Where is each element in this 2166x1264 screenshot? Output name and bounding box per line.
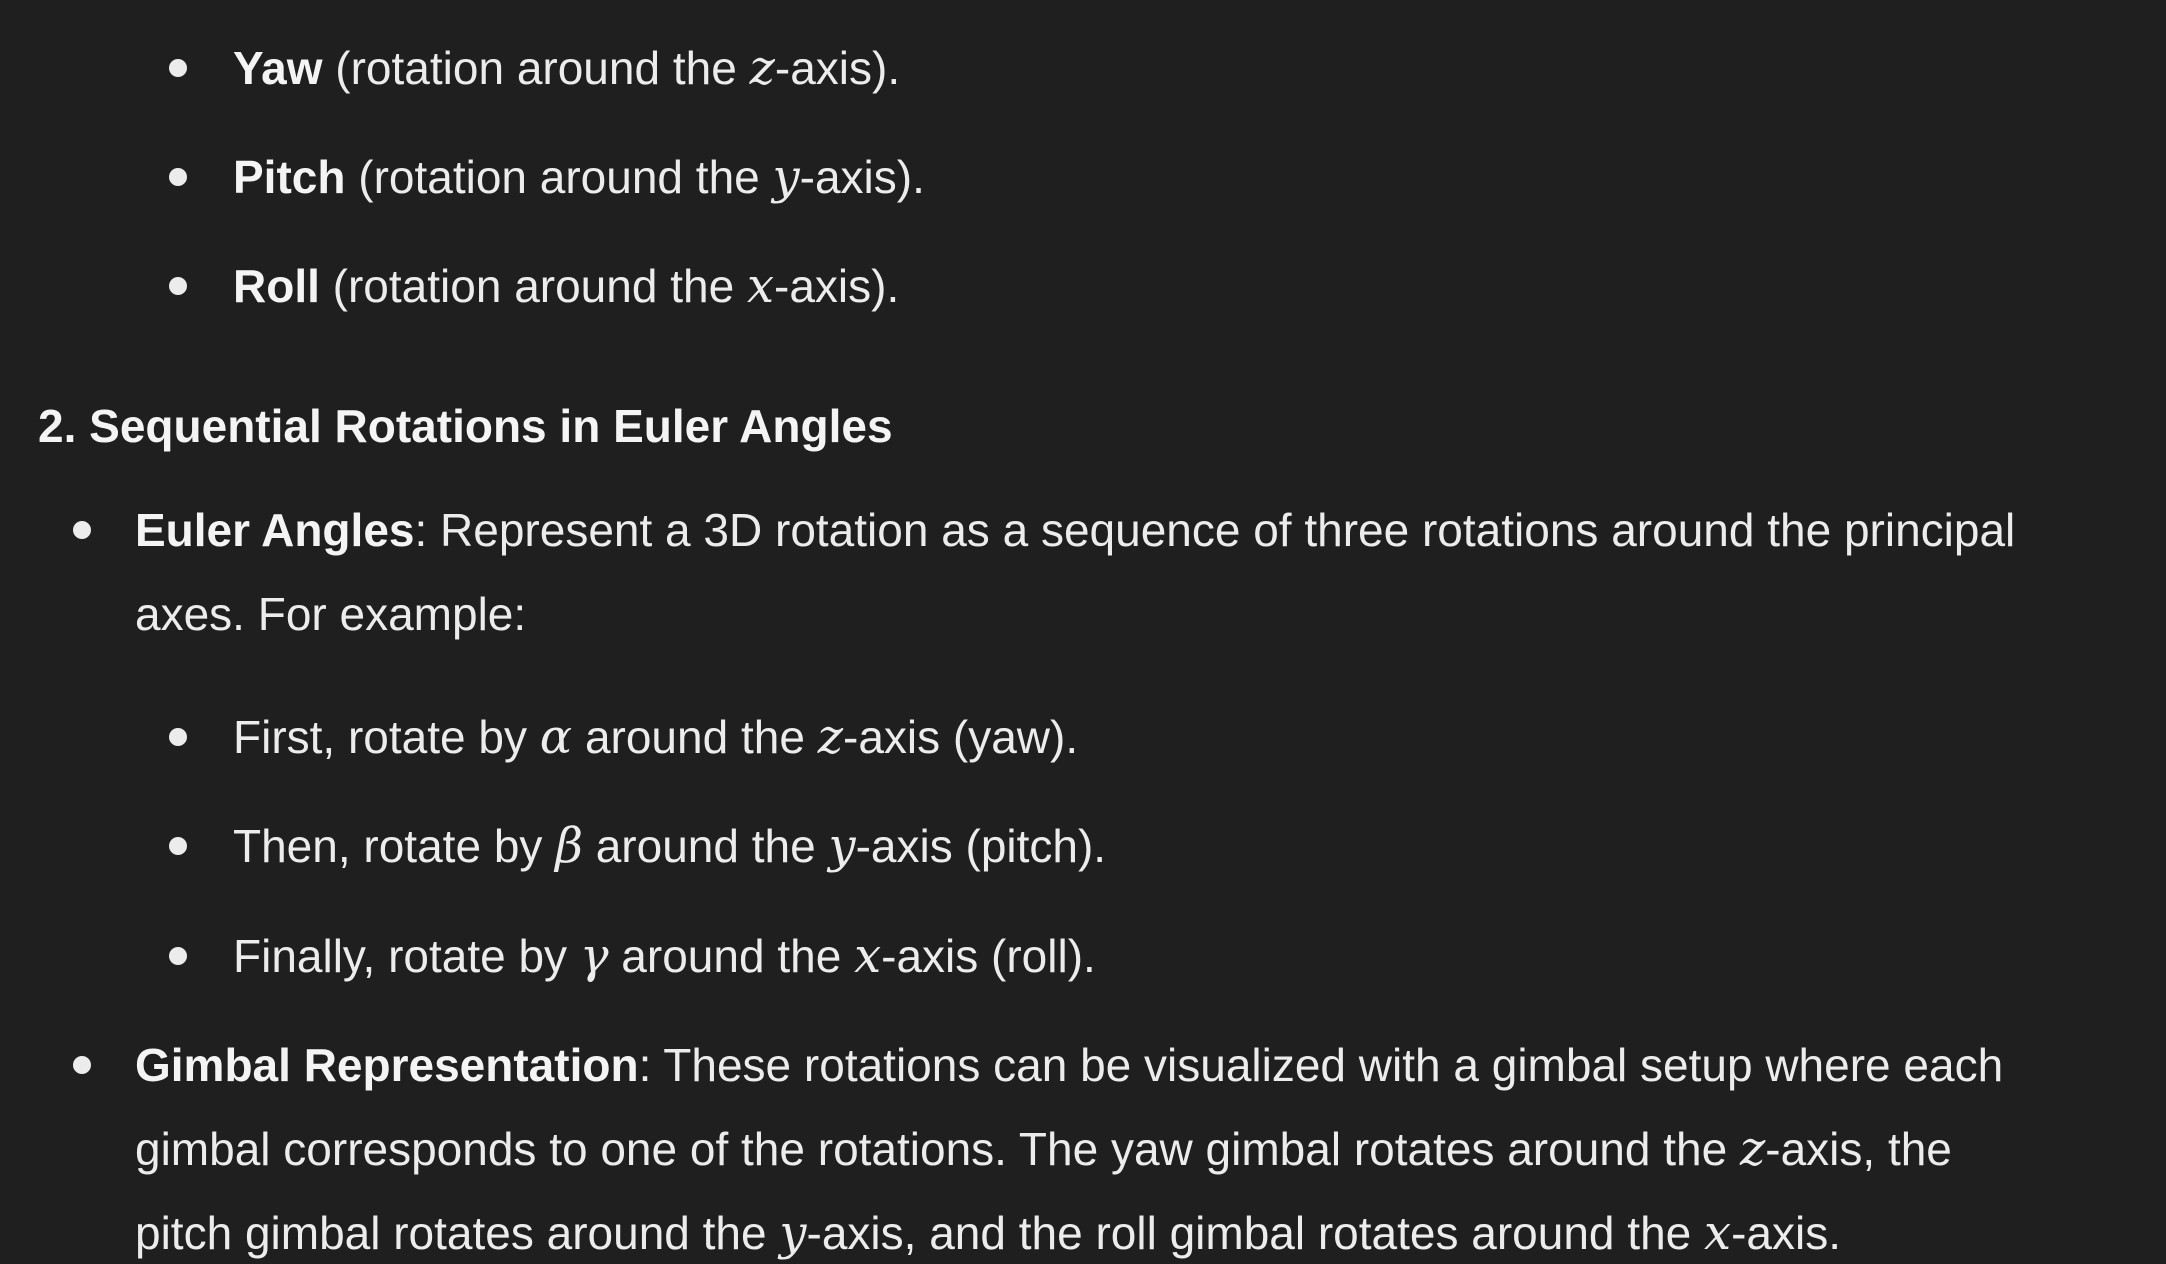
- list-item-gimbal-cont-2: pitch gimbal rotates around the y-axis, …: [135, 1205, 1841, 1261]
- list-item-text: -axis (yaw).: [843, 711, 1079, 763]
- list-item-text: gimbal corresponds to one of the rotatio…: [135, 1123, 1740, 1175]
- list-item-text: : These rotations can be visualized with…: [638, 1039, 2004, 1091]
- bullet-icon: [169, 168, 187, 186]
- bullet-icon: [73, 1056, 91, 1074]
- bullet-icon: [169, 947, 187, 965]
- term-yaw: Yaw: [233, 42, 323, 94]
- list-item-step-first: First, rotate by α around the z-axis (ya…: [233, 709, 1078, 765]
- list-item-text: First, rotate by: [233, 711, 540, 763]
- math-variable: z: [817, 709, 843, 765]
- list-item-text: -axis, the: [1765, 1123, 1952, 1175]
- math-variable: y: [828, 818, 856, 874]
- math-variable: α: [539, 709, 573, 765]
- section-heading: 2. Sequential Rotations in Euler Angles: [38, 400, 893, 452]
- list-item-text: (rotation around the: [322, 42, 750, 94]
- list-item-text: (rotation around the: [319, 260, 747, 312]
- bullet-icon: [169, 59, 187, 77]
- list-item-gimbal: Gimbal Representation: These rotations c…: [135, 1037, 2003, 1093]
- math-variable: z: [749, 40, 775, 96]
- list-item-euler-angles: Euler Angles: Represent a 3D rotation as…: [135, 502, 2015, 558]
- list-item-yaw: Yaw (rotation around the z-axis).: [233, 40, 900, 96]
- list-item-text: around the: [572, 711, 818, 763]
- list-item-text: around the: [608, 930, 855, 982]
- list-item-step-finally: Finally, rotate by γ around the x-axis (…: [233, 928, 1096, 984]
- math-variable: y: [779, 1205, 807, 1261]
- list-item-text: around the: [582, 820, 829, 872]
- math-variable: x: [854, 928, 882, 984]
- list-item-euler-angles-cont: axes. For example:: [135, 588, 527, 640]
- list-item-roll: Roll (rotation around the x-axis).: [233, 258, 899, 314]
- term-pitch: Pitch: [233, 151, 346, 203]
- math-variable: z: [1739, 1121, 1766, 1177]
- list-item-text: -axis (roll).: [881, 930, 1096, 982]
- list-item-step-then: Then, rotate by β around the y-axis (pit…: [233, 818, 1106, 874]
- term-roll: Roll: [233, 260, 320, 312]
- math-variable: β: [555, 818, 583, 874]
- bullet-icon: [169, 837, 187, 855]
- list-item-text: -axis (pitch).: [855, 820, 1107, 872]
- list-item-text: -axis, and the roll gimbal rotates aroun…: [806, 1207, 1705, 1259]
- bullet-icon: [73, 521, 91, 539]
- list-item-gimbal-cont-1: gimbal corresponds to one of the rotatio…: [135, 1121, 1952, 1177]
- bullet-icon: [169, 277, 187, 295]
- bullet-icon: [169, 728, 187, 746]
- list-item-text: pitch gimbal rotates around the: [135, 1207, 780, 1259]
- list-item-pitch: Pitch (rotation around the y-axis).: [233, 149, 925, 205]
- list-item-text: Then, rotate by: [233, 820, 556, 872]
- math-variable: x: [746, 258, 775, 314]
- list-item-text: -axis).: [799, 151, 925, 203]
- list-item-text: -axis.: [1731, 1207, 1841, 1259]
- list-item-text: -axis).: [774, 42, 901, 94]
- list-item-text: : Represent a 3D rotation as a sequence …: [414, 504, 2016, 556]
- term-gimbal-representation: Gimbal Representation: [135, 1039, 639, 1091]
- list-item-text: -axis).: [774, 260, 900, 312]
- term-euler-angles: Euler Angles: [135, 504, 415, 556]
- math-variable: x: [1704, 1205, 1732, 1261]
- math-variable: y: [772, 149, 800, 205]
- math-variable: γ: [579, 928, 609, 984]
- list-item-text: (rotation around the: [345, 151, 773, 203]
- list-item-text: Finally, rotate by: [233, 930, 580, 982]
